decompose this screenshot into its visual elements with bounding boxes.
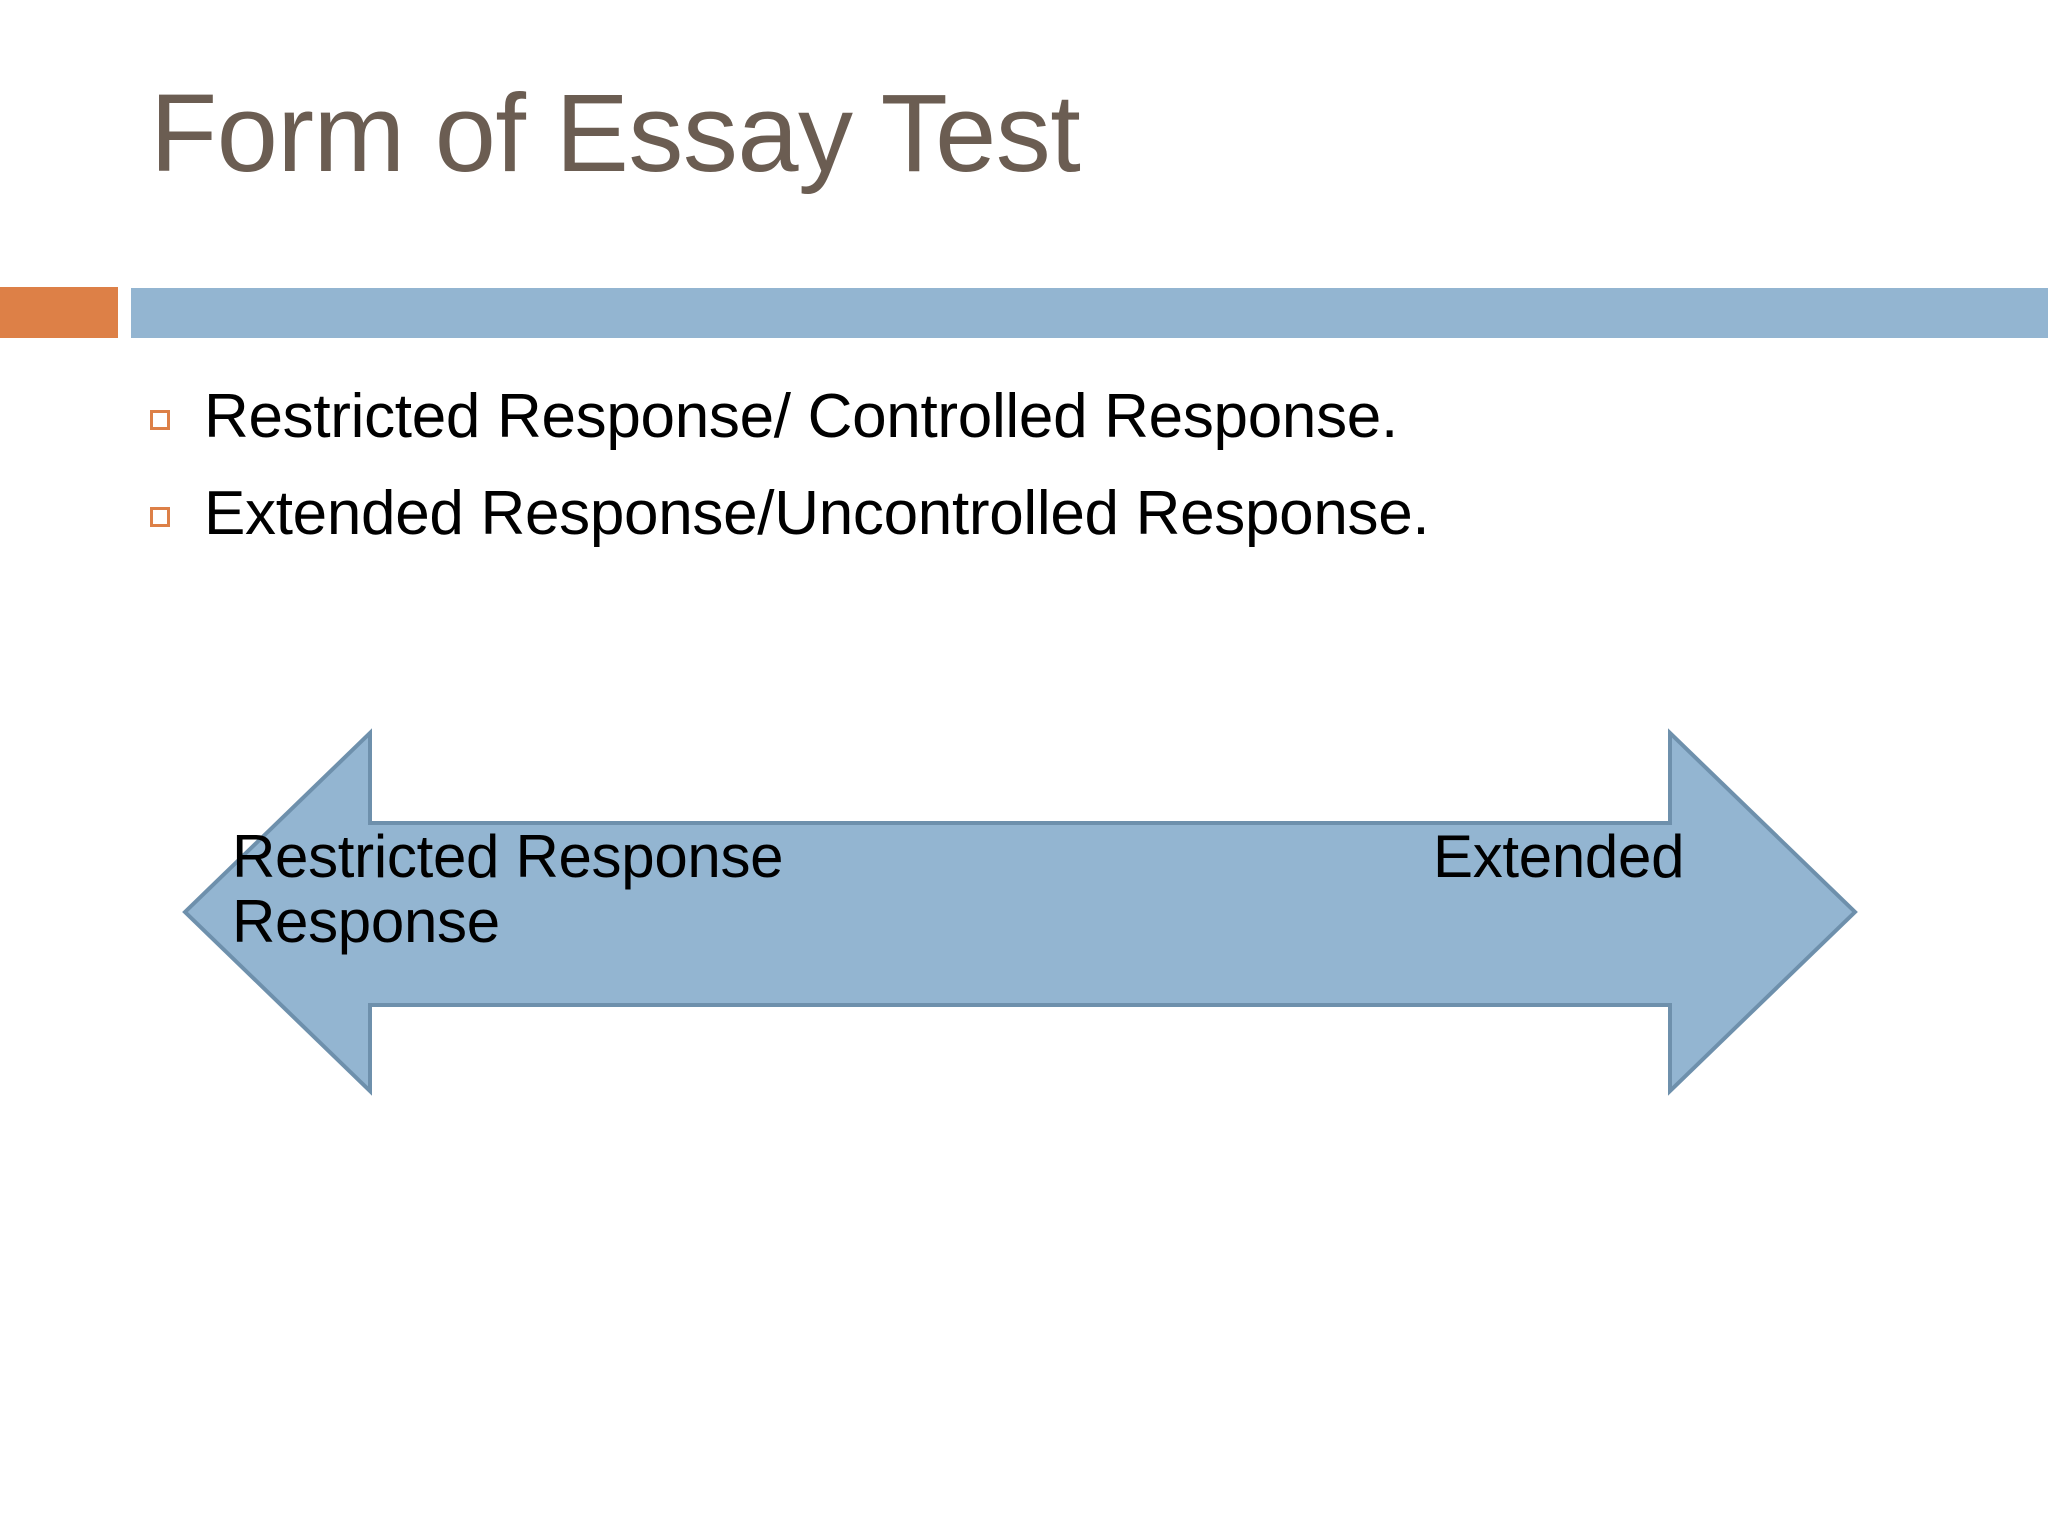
arrow-left-label-line2: Response [232,887,500,955]
hollow-square-bullet-icon [150,410,170,430]
list-item-label: Extended Response/Uncontrolled Response. [204,479,1430,549]
double-headed-arrow-icon [182,728,1858,1096]
accent-bar-orange [0,287,118,338]
arrow-right-label: Extended [1433,823,1685,890]
list-item: Extended Response/Uncontrolled Response. [150,477,2010,550]
accent-bar-blue [131,288,2048,338]
list-item-label: Restricted Response/ Controlled Response… [204,382,1398,451]
bullet-list: Restricted Response/ Controlled Response… [150,380,2010,574]
page-title: Form of Essay Test [150,72,1081,195]
hollow-square-bullet-icon [150,507,170,528]
list-item: Restricted Response/ Controlled Response… [150,380,2010,453]
arrow-left-label-line1: Restricted Response [232,823,784,890]
